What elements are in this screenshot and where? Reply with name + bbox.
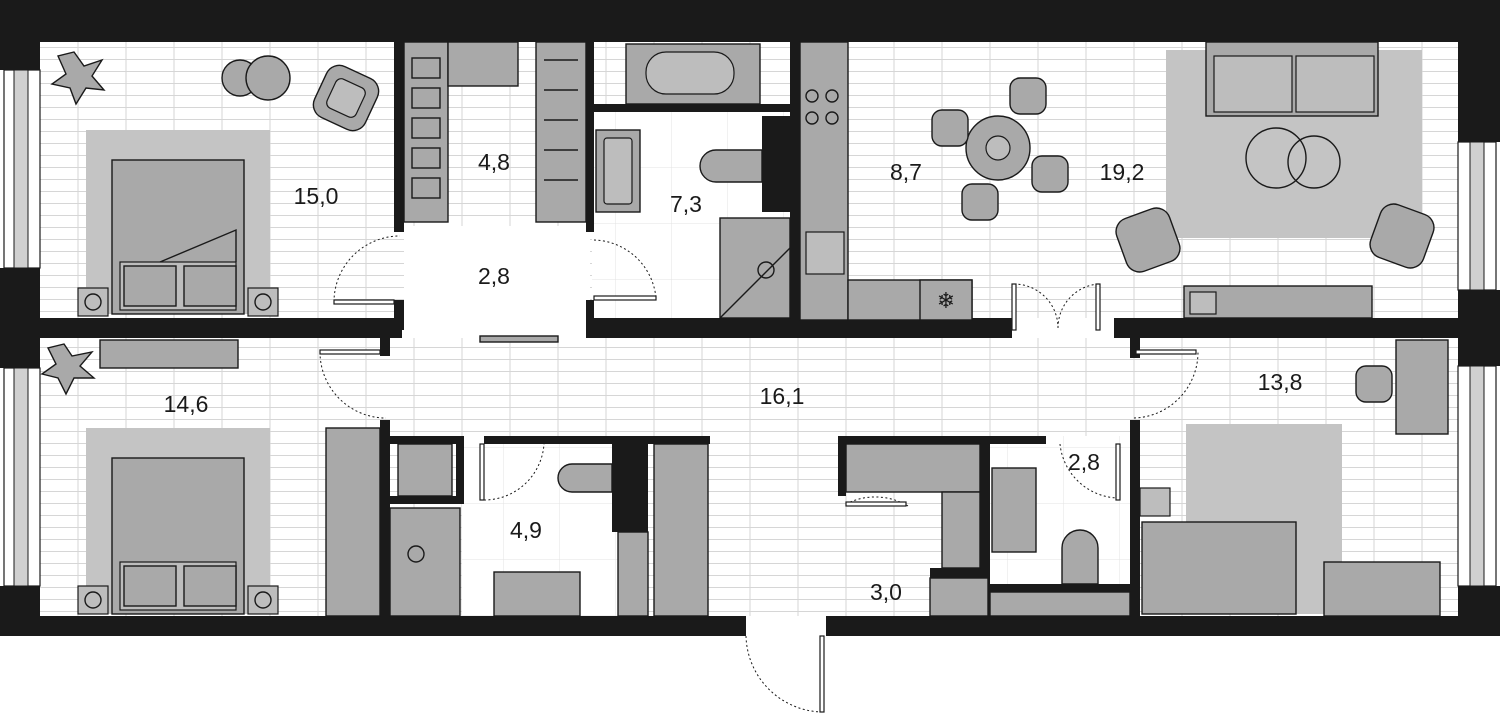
area-label-bedroom-southwest: 14,6 (164, 391, 209, 417)
walls (0, 0, 1500, 636)
bathroom-south-furniture (389, 443, 709, 617)
area-label-corridor: 16,1 (760, 383, 805, 409)
living-room-furniture (1115, 41, 1435, 319)
area-label-bathroom-north: 7,3 (670, 191, 702, 217)
bedroom-southwest-furniture (40, 339, 381, 617)
area-label-hall-north: 2,8 (478, 263, 510, 289)
bathroom-north-furniture (595, 43, 791, 319)
area-label-storage: 3,0 (870, 579, 902, 605)
kitchen-furniture: ❄ (799, 41, 1069, 321)
area-label-wardrobe-north: 4,8 (478, 149, 510, 175)
area-label-kitchen: 8,7 (890, 159, 922, 185)
area-label-bedroom-north: 15,0 (294, 183, 339, 209)
area-labels: 15,0 4,8 2,8 7,3 8,7 19,2 14,6 16,1 4,9 … (164, 149, 1303, 605)
area-label-living-room: 19,2 (1100, 159, 1145, 185)
area-label-wc-south: 2,8 (1068, 449, 1100, 475)
windows (3, 69, 1497, 587)
area-label-bedroom-southeast: 13,8 (1258, 369, 1303, 395)
bedroom-north-furniture (50, 51, 380, 317)
wardrobe-north-furniture (403, 41, 587, 223)
doors (319, 235, 1199, 713)
svg-text:❄: ❄ (937, 289, 955, 314)
southeast-furniture (845, 339, 1449, 617)
area-label-bathroom-south: 4,9 (510, 517, 542, 543)
